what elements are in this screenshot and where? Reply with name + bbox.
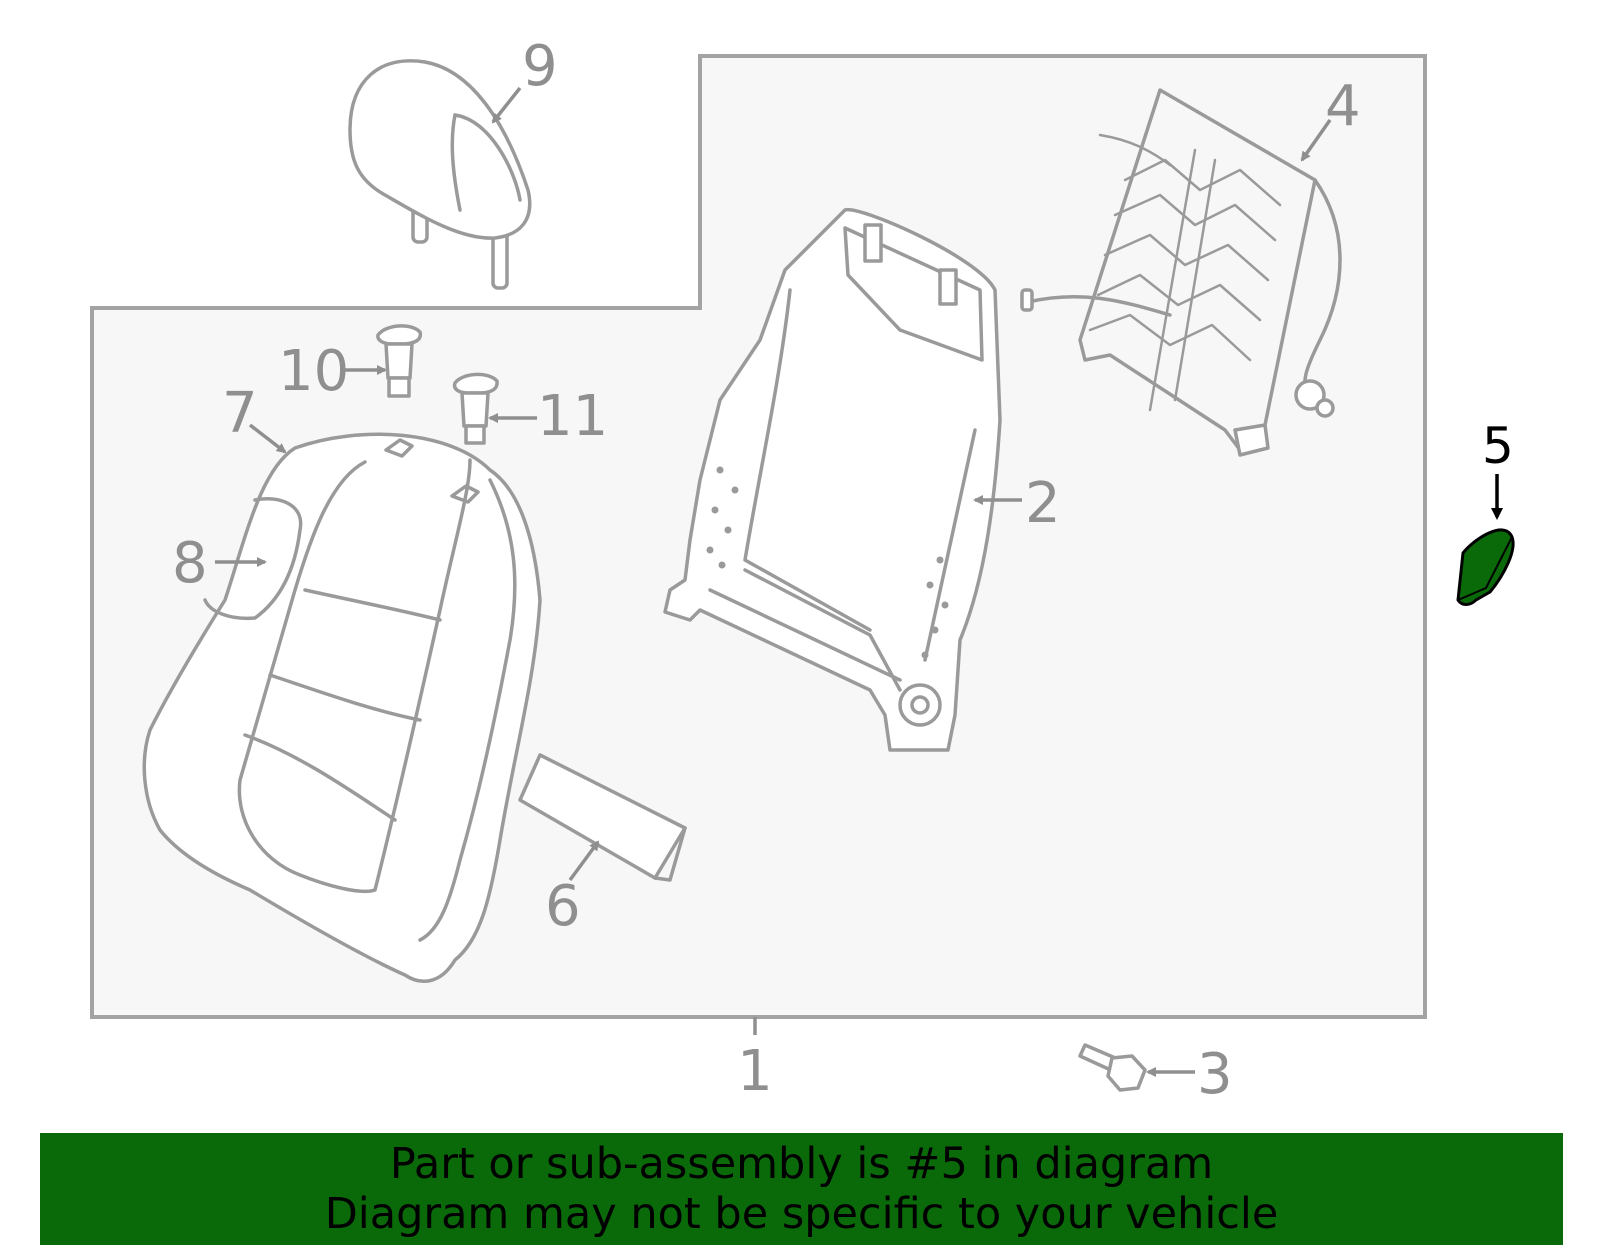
headrest-leader xyxy=(491,86,522,124)
spring-mat-part xyxy=(1020,88,1342,457)
seat-cover-leader xyxy=(248,423,287,454)
headrest-part xyxy=(348,59,532,290)
highlighted-part-5 xyxy=(1456,528,1515,606)
pad-leader xyxy=(568,840,600,882)
callout-5: 5 xyxy=(1482,417,1514,475)
seat-frame-part xyxy=(663,208,1002,752)
callout-1: 1 xyxy=(737,1039,773,1104)
banner-line-2: Diagram may not be specific to your vehi… xyxy=(324,1189,1279,1239)
callout-3: 3 xyxy=(1197,1042,1233,1107)
banner-line-1: Part or sub-assembly is #5 in diagram xyxy=(389,1139,1214,1189)
callout-4: 4 xyxy=(1325,74,1361,139)
spring-mat-leader xyxy=(1300,118,1332,162)
callout-11: 11 xyxy=(537,384,608,449)
pad-part xyxy=(518,753,687,882)
callout-9: 9 xyxy=(522,34,558,99)
clip-11-part xyxy=(452,372,499,445)
info-banner: Part or sub-assembly is #5 in diagram Di… xyxy=(40,1133,1563,1245)
parts-diagram: 1 2 3 4 5 6 7 8 9 10 11 xyxy=(90,34,1515,1107)
callout-2: 2 xyxy=(1025,471,1061,536)
callout-10: 10 xyxy=(278,339,349,404)
callout-6: 6 xyxy=(545,874,581,939)
callout-7: 7 xyxy=(222,381,258,446)
seat-cover-part xyxy=(142,432,542,983)
callout-8: 8 xyxy=(172,531,208,596)
clip-10-part xyxy=(376,324,423,398)
bolt-part xyxy=(1078,1043,1147,1092)
